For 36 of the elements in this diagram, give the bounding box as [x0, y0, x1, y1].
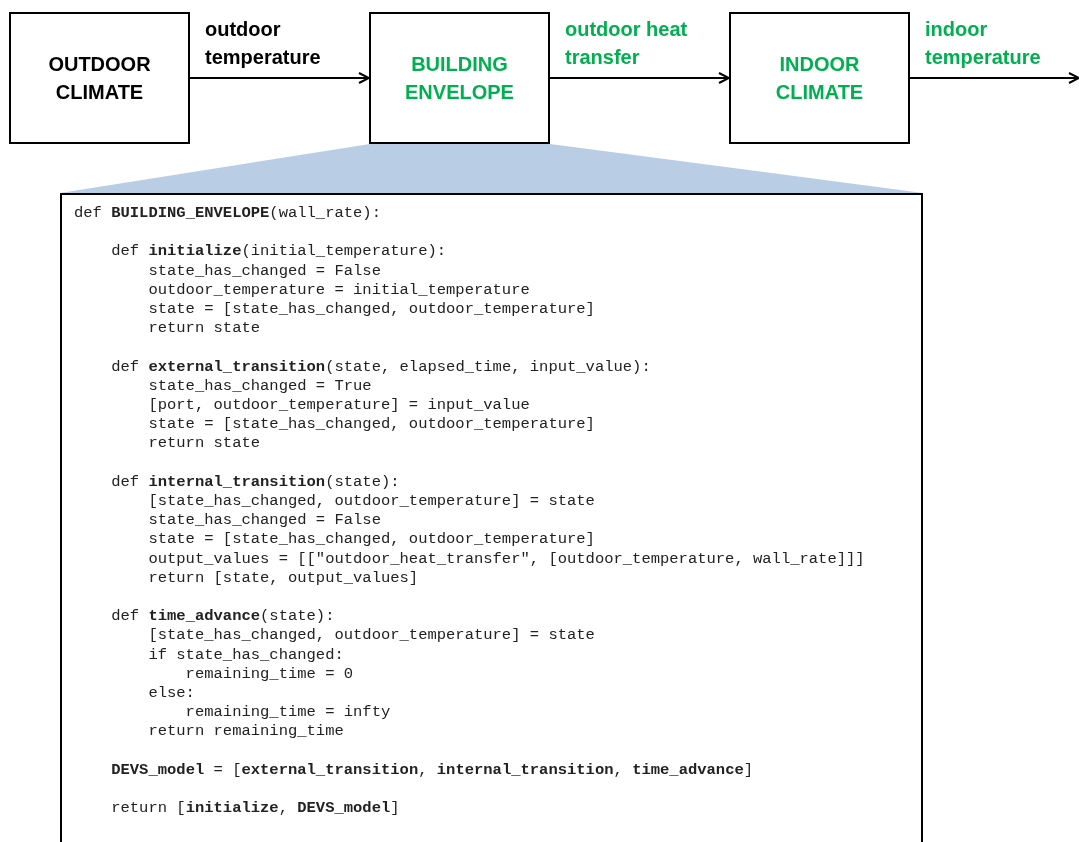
code-line: state_has_changed = True [147, 376, 372, 396]
code-panel [60, 193, 923, 842]
code-line: def internal_transition(state): [110, 472, 400, 492]
process-box [729, 12, 910, 144]
code-line: [port, outdoor_temperature] = input_value [147, 396, 530, 416]
code-line: else: [147, 684, 195, 704]
code-line: return [initialize, DEVS_model] [110, 799, 400, 819]
code-line: state_has_changed = False [147, 261, 381, 281]
box-label: BUILDING ENVELOPE [404, 52, 515, 105]
code-line: state = [state_has_changed, outdoor_temperature] [147, 300, 595, 320]
code-line: return remaining_time [147, 722, 344, 742]
code-line: output_values = [["outdoor_heat_transfer", [outdoor_temperature, wall_rate]]] [147, 549, 865, 569]
code-line: [state_has_changed, outdoor_temperature] = state [147, 492, 595, 512]
arrow [549, 72, 730, 84]
box-label: INDOOR CLIMATE [774, 52, 865, 105]
code-line: outdoor_temperature = initial_temperature [147, 280, 530, 300]
code-line: return state [147, 434, 261, 454]
code-line: remaining_time = infty [184, 703, 391, 723]
code-line: def external_transition(state, elapsed_time, input_value): [110, 357, 651, 377]
code-line: remaining_time = 0 [184, 664, 354, 684]
box-label: OUTDOOR CLIMATE [47, 52, 152, 105]
code-line: def initialize(initial_temperature): [110, 242, 447, 262]
process-box [9, 12, 190, 144]
arrow [189, 72, 370, 84]
code-line: [state_has_changed, outdoor_temperature] = state [147, 626, 595, 646]
code-line: return state [147, 319, 261, 339]
code-line: return [state, output_values] [147, 568, 419, 588]
process-box [369, 12, 550, 144]
code-line: state = [state_has_changed, outdoor_temperature] [147, 530, 595, 550]
code-line: state_has_changed = False [147, 511, 381, 531]
code-line: def BUILDING_ENVELOPE(wall_rate): [74, 204, 381, 224]
arrow [909, 72, 1079, 84]
code-line: state = [state_has_changed, outdoor_temperature] [147, 415, 595, 435]
code-line: DEVS_model = [external_transition, internal_transition, time_advance] [110, 760, 754, 780]
code-line: if state_has_changed: [147, 645, 344, 665]
code-line: def time_advance(state): [110, 607, 335, 627]
